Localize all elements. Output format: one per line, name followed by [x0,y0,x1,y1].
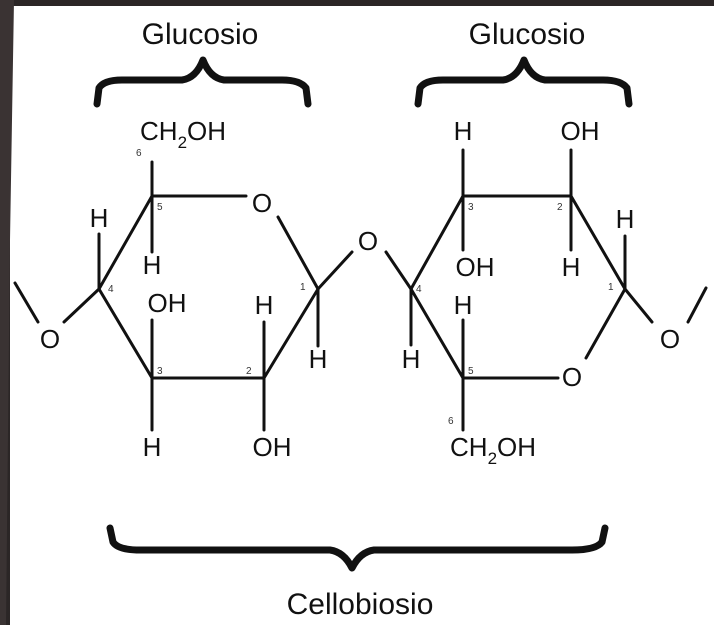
left-c6-group: CH2OH [140,116,226,152]
right-carbon-number: 3 [468,202,474,213]
left-ring-oxygen: O [252,188,272,218]
left-c2-h: H [255,290,274,320]
left-carbon-number: 5 [157,202,163,213]
left-dark-edge [0,0,14,625]
left-c4-h: H [90,203,109,233]
right-carbon-number: 5 [468,366,474,377]
left-carbon-number: 6 [136,148,142,159]
left-carbon-number: 3 [157,366,163,377]
right-carbon-number: 2 [557,202,563,213]
right-c4-h: H [402,344,421,374]
background-panel [10,6,714,625]
left-c3-h: H [143,432,162,462]
right-end-oxygen: O [660,324,680,354]
left-c2-oh: OH [253,432,292,462]
left-carbon-number: 2 [246,366,252,377]
whole-brace [106,524,609,572]
right-c1-h: H [616,204,635,234]
right-carbon-number: 1 [608,282,614,293]
right-c2-oh: OH [561,116,600,146]
left-unit-label: Glucosio [142,18,259,51]
left-unit-brace [93,56,312,108]
left-glucose-ring [13,160,354,432]
right-carbon-number: 4 [416,284,422,295]
right-c5-h: H [454,290,473,320]
right-c3-h: H [454,116,473,146]
right-carbon-number: 6 [448,416,454,427]
left-c5-h: H [143,250,162,280]
right-c2-h: H [562,252,581,282]
right-glucose-ring [384,148,708,432]
right-unit-label: Glucosio [469,18,586,51]
left-c1-h: H [309,344,328,374]
right-unit-brace [414,56,633,108]
right-c6-group: CH2OH [450,432,536,468]
left-carbon-number: 1 [300,282,306,293]
right-ring-oxygen: O [562,362,582,392]
right-c3-oh: OH [456,252,495,282]
left-c3-oh: OH [148,288,187,318]
whole-label: Cellobiosio [287,588,434,621]
glycosidic-oxygen: O [358,226,378,256]
left-end-oxygen: O [40,324,60,354]
left-carbon-number: 4 [108,284,114,295]
